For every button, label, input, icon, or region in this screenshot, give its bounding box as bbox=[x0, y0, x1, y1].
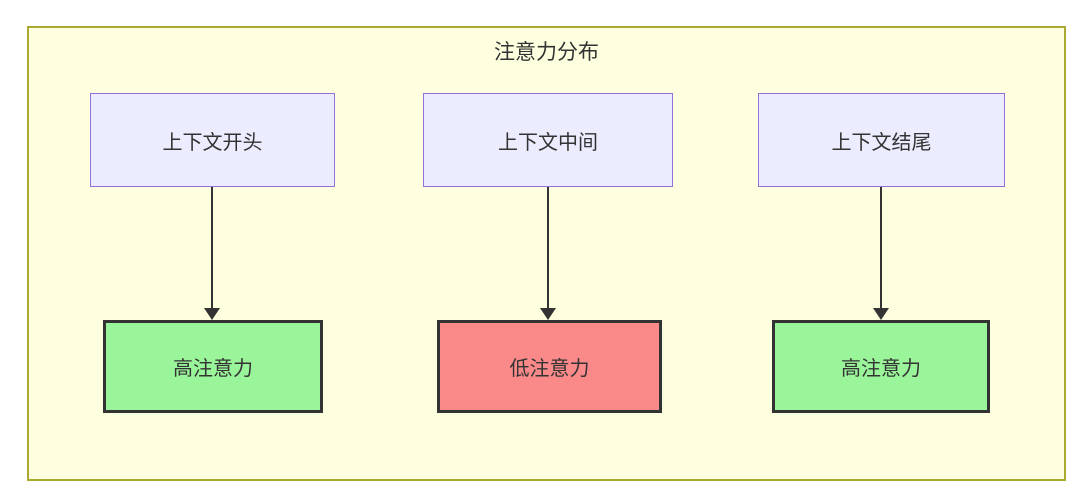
arrow-down-icon bbox=[547, 187, 549, 308]
node-context-beginning: 上下文开头 bbox=[90, 93, 335, 187]
node-context-middle: 上下文中间 bbox=[423, 93, 673, 187]
arrow-down-icon bbox=[880, 187, 882, 308]
arrow-down-icon bbox=[211, 187, 213, 308]
node-high-attention-right: 高注意力 bbox=[772, 320, 990, 413]
diagram-title: 注意力分布 bbox=[494, 41, 599, 64]
node-context-end: 上下文结尾 bbox=[758, 93, 1005, 187]
node-low-attention-middle: 低注意力 bbox=[437, 320, 662, 413]
node-high-attention-left: 高注意力 bbox=[103, 320, 323, 413]
